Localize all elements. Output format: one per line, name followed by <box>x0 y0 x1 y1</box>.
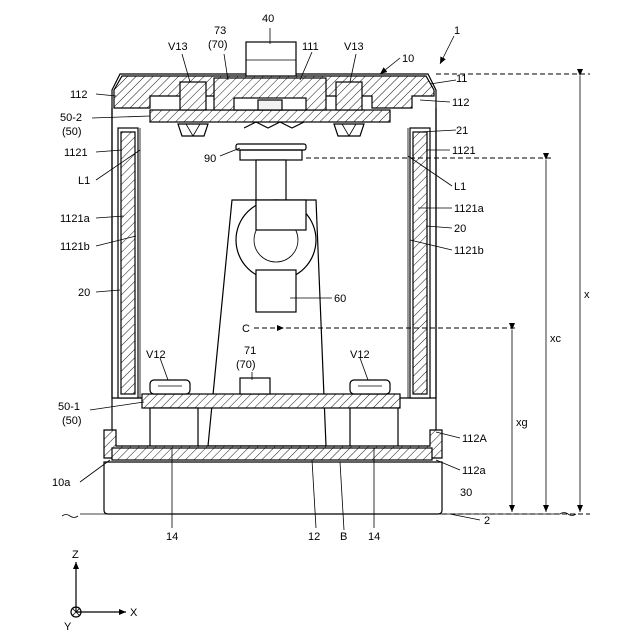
label-112A: 112A <box>462 433 488 445</box>
label-v12-right: V12 <box>350 349 370 361</box>
label-12: 12 <box>308 531 320 543</box>
label-71: 71 <box>244 345 256 357</box>
base-plate-12 <box>112 448 432 460</box>
label-50-top: (50) <box>62 126 82 138</box>
bolt-v12-left <box>150 380 190 394</box>
label-axis-z: Z <box>72 549 79 561</box>
label-50-1: 50-1 <box>58 401 80 413</box>
label-60: 60 <box>334 293 346 305</box>
label-50-2: 50-2 <box>60 112 82 124</box>
label-70-top: (70) <box>208 39 228 51</box>
label-10a: 10a <box>52 477 71 489</box>
label-c: C <box>242 323 250 335</box>
label-1: 1 <box>454 25 460 37</box>
bolt-v13-left <box>178 82 208 136</box>
label-112a: 112a <box>462 465 487 477</box>
label-dim-x: x <box>584 289 590 301</box>
shaft-40 <box>246 42 296 76</box>
label-1121a-left: 1121a <box>60 213 91 225</box>
feet-14 <box>150 408 398 448</box>
label-112-left: 112 <box>70 89 88 101</box>
label-1121b-left: 1121b <box>60 241 90 253</box>
label-v13-right: V13 <box>344 41 364 53</box>
label-v13-left: V13 <box>168 41 188 53</box>
label-b: B <box>340 531 347 543</box>
label-1121-right: 1121 <box>452 145 476 157</box>
axis-indicator <box>71 562 126 617</box>
label-l1-right: L1 <box>454 181 466 193</box>
label-14-right: 14 <box>368 531 380 543</box>
label-axis-x: X <box>130 607 138 619</box>
bolt-v13-right <box>334 82 364 136</box>
label-2: 2 <box>484 515 490 527</box>
label-112-right: 112 <box>452 97 470 109</box>
label-1121b-right: 1121b <box>454 245 484 257</box>
label-20-right: 20 <box>454 223 466 235</box>
label-73: 73 <box>214 25 226 37</box>
label-11: 11 <box>456 73 467 85</box>
label-1121a-right: 1121a <box>454 203 485 215</box>
label-1121-left: 1121 <box>64 147 88 159</box>
label-axis-y: Y <box>64 621 72 633</box>
label-70-bottom: (70) <box>236 359 256 371</box>
spring-90 <box>236 122 306 160</box>
label-v12-left: V12 <box>146 349 166 361</box>
label-l1-left: L1 <box>78 175 90 187</box>
label-21: 21 <box>456 125 468 137</box>
label-90: 90 <box>204 153 216 165</box>
label-40: 40 <box>262 13 274 25</box>
label-111: 111 <box>302 41 319 53</box>
label-50-bottom: (50) <box>62 415 82 427</box>
label-20-left: 20 <box>78 287 90 299</box>
label-dim-xg: xg <box>516 417 528 429</box>
ground-line <box>62 513 576 518</box>
label-14-left: 14 <box>166 531 178 543</box>
bolt-v12-right <box>350 380 390 394</box>
label-dim-xc: xc <box>550 333 562 345</box>
label-10: 10 <box>402 53 414 65</box>
base-30 <box>104 462 442 514</box>
label-30: 30 <box>460 487 472 499</box>
